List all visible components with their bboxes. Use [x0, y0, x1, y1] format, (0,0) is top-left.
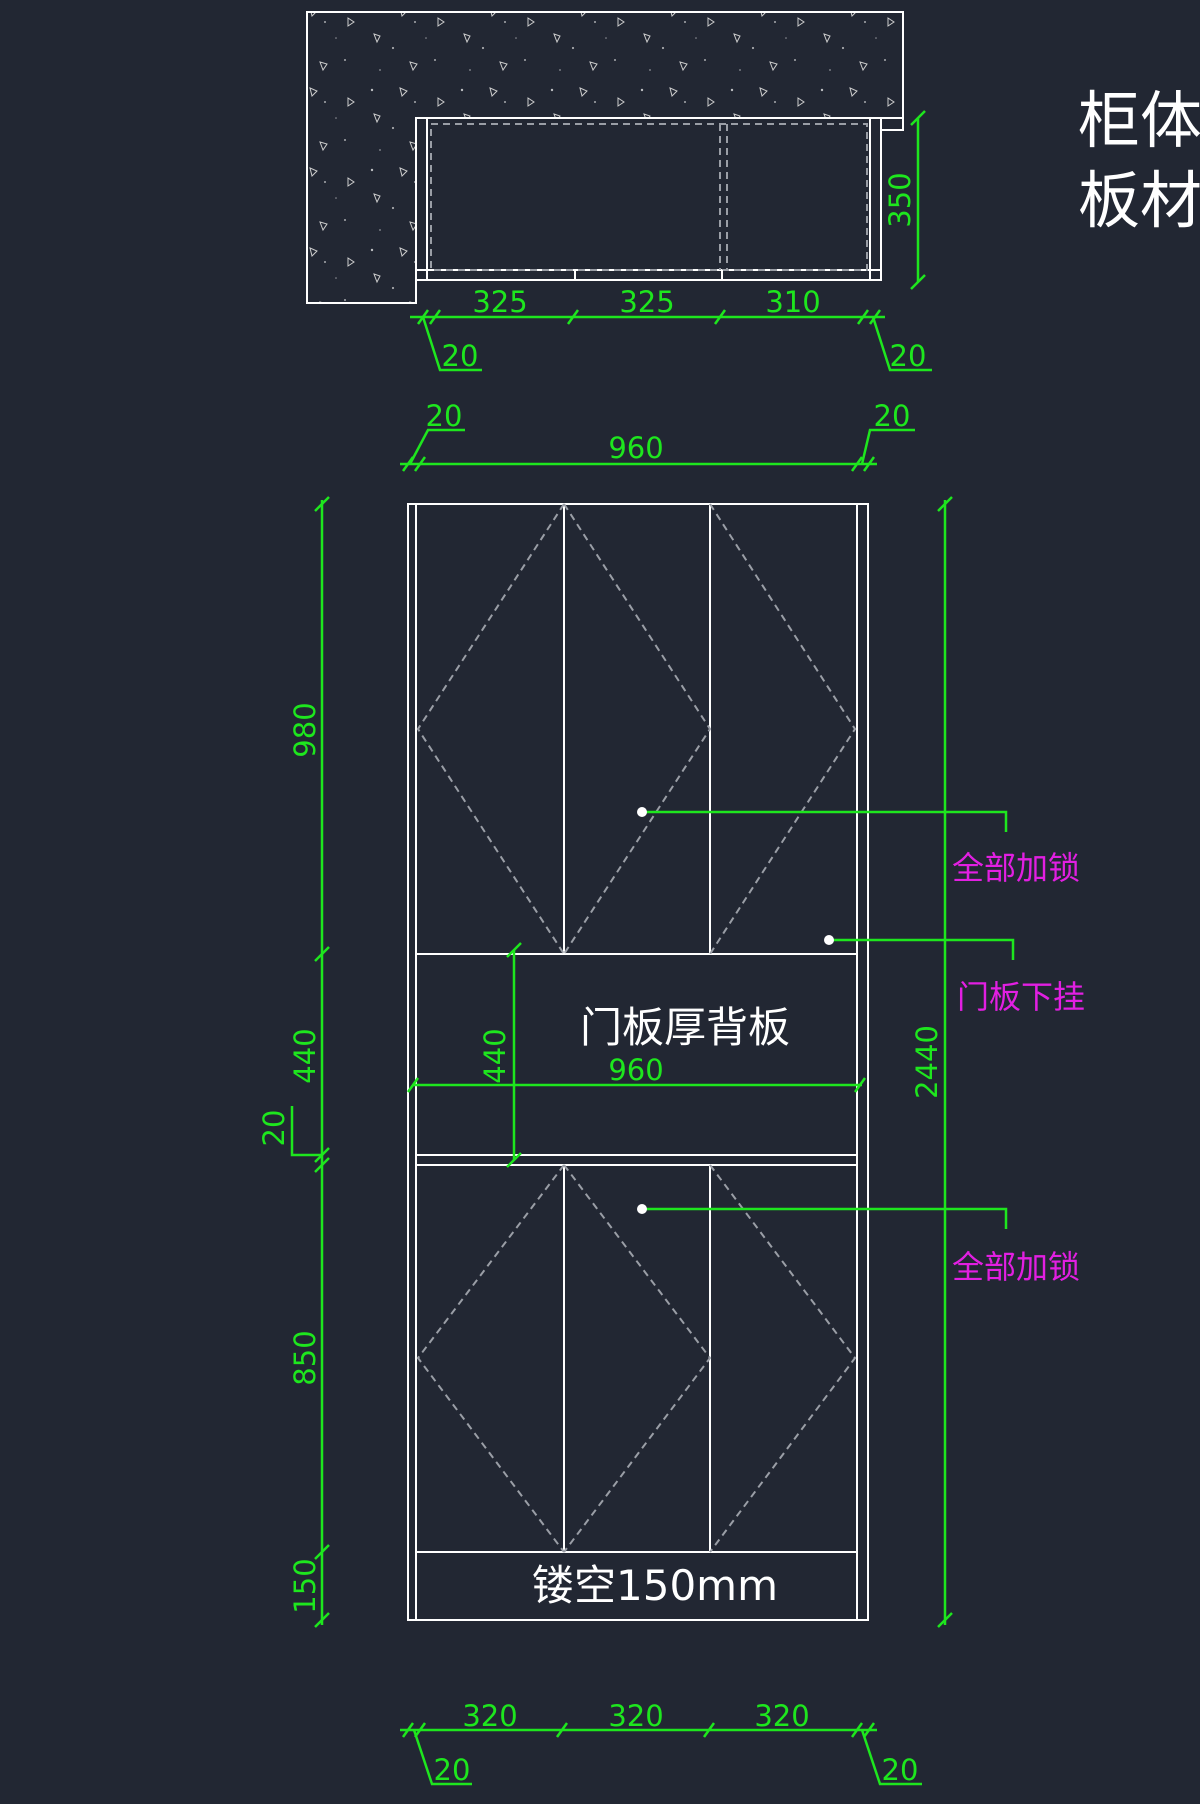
countertop-hatch — [306, 11, 904, 304]
elev-dim-overall-height: 2440 — [910, 1025, 944, 1099]
door-opening-lines — [416, 503, 857, 1553]
elev-dim-left-440: 440 — [288, 1028, 322, 1083]
lock-point-lower — [637, 1204, 647, 1214]
note-hang: 门板下挂 — [957, 978, 1085, 1016]
plan-dim-segment-1: 325 — [472, 285, 527, 319]
elev-dim-middle-height: 440 — [478, 1028, 512, 1083]
elev-dim-overall-width: 960 — [608, 431, 663, 465]
elev-dim-left-850: 850 — [288, 1330, 322, 1385]
plan-dim-right-offset: 20 — [890, 339, 927, 373]
cabinet-plan-dashed — [430, 123, 868, 271]
plan-dim-left-offset: 20 — [442, 339, 479, 373]
right-overall-dimension — [937, 496, 953, 1628]
cabinet-plan-outline — [415, 117, 882, 281]
elev-dim-middle-width: 960 — [608, 1053, 663, 1087]
bottom-dim-left-offset: 20 — [434, 1753, 471, 1787]
title-line-1: 柜体 — [1078, 84, 1200, 157]
base-hollow-label: 镂空150mm — [532, 1561, 778, 1610]
elev-dim-left-980: 980 — [288, 702, 322, 757]
note-lower-lock: 全部加锁 — [952, 1248, 1080, 1286]
elev-dim-left-small: 20 — [257, 1110, 291, 1147]
middle-panel-label: 门板厚背板 — [580, 1003, 790, 1052]
hang-point — [824, 935, 834, 945]
left-dimension-chain — [290, 496, 330, 1628]
annotation-leaders — [642, 810, 1015, 1229]
plan-view: 325 325 310 20 20 350 — [306, 11, 932, 373]
bottom-dim-segment-3: 320 — [754, 1699, 809, 1733]
plan-dimensions — [410, 110, 932, 372]
lock-point-upper — [637, 807, 647, 817]
elev-dim-left-150: 150 — [288, 1558, 322, 1613]
plan-dim-depth: 350 — [883, 172, 917, 227]
elev-dim-top-left-offset: 20 — [426, 399, 463, 433]
elevation-top-dimensions — [400, 428, 915, 472]
elev-dim-top-right-offset: 20 — [874, 399, 911, 433]
title-line-2: 板材 — [1078, 164, 1200, 237]
bottom-dim-right-offset: 20 — [882, 1753, 919, 1787]
note-upper-lock: 全部加锁 — [952, 849, 1080, 887]
plan-dim-segment-2: 325 — [619, 285, 674, 319]
bottom-dimensions — [400, 1722, 922, 1786]
plan-dim-segment-3: 310 — [765, 285, 820, 319]
bottom-dim-segment-2: 320 — [608, 1699, 663, 1733]
inner-dimensions — [406, 942, 867, 1168]
bottom-dim-segment-1: 320 — [462, 1699, 517, 1733]
